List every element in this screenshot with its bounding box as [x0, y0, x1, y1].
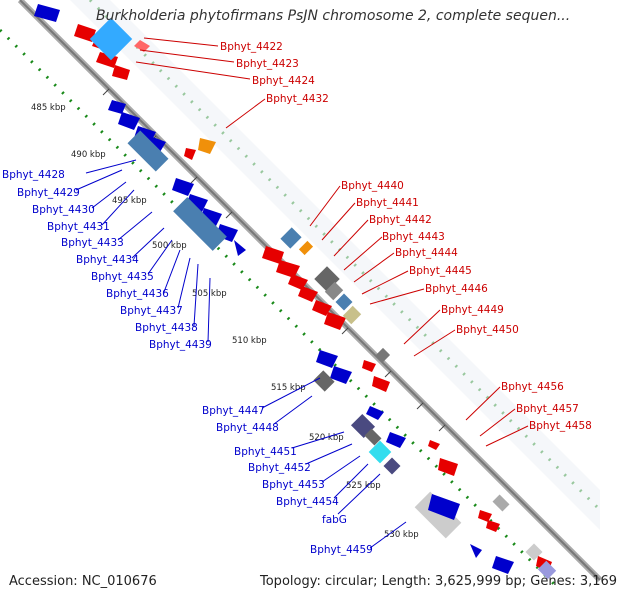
reverse-gene-features[interactable] — [34, 4, 557, 580]
gene-feature[interactable] — [312, 300, 332, 316]
gene-feature[interactable] — [298, 240, 314, 256]
gene-label[interactable]: Bphyt_4449 — [441, 304, 504, 316]
gene-feature[interactable] — [172, 178, 194, 196]
gene-label[interactable]: Bphyt_4446 — [425, 283, 488, 295]
gene-feature[interactable] — [108, 100, 126, 114]
gene-label[interactable]: Bphyt_4424 — [252, 75, 315, 87]
gene-feature[interactable] — [276, 260, 300, 278]
gene-feature[interactable] — [118, 112, 140, 130]
gene-feature[interactable] — [368, 440, 392, 464]
gene-label[interactable]: Bphyt_4422 — [220, 41, 283, 53]
gene-label[interactable]: Bphyt_4457 — [516, 403, 579, 415]
gene-feature[interactable] — [428, 440, 440, 450]
gene-feature[interactable] — [280, 227, 302, 249]
gene-feature[interactable] — [127, 130, 169, 172]
gene-label[interactable]: Bphyt_4423 — [236, 58, 299, 70]
gene-feature[interactable] — [428, 494, 460, 520]
gene-label[interactable]: Bphyt_4454 — [276, 496, 339, 508]
gene-label[interactable]: Bphyt_4456 — [501, 381, 564, 393]
gene-feature[interactable] — [112, 65, 130, 80]
tick-label: 525 kbp — [346, 481, 381, 491]
tick-label: 515 kbp — [271, 383, 306, 393]
gene-label[interactable]: Bphyt_4452 — [248, 462, 311, 474]
sequence-title: Burkholderia phytofirmans PsJN chromosom… — [96, 8, 571, 24]
genome-map[interactable]: 485 kbp 490 kbp 495 kbp 500 kbp 505 kbp … — [0, 0, 603, 600]
tick-label: 530 kbp — [384, 530, 419, 540]
gene-label[interactable]: Bphyt_4430 — [32, 204, 95, 216]
gene-feature[interactable] — [198, 138, 216, 154]
gene-feature[interactable] — [342, 305, 362, 325]
gene-label[interactable]: Bphyt_4447 — [202, 405, 265, 417]
gene-label[interactable]: Bphyt_4444 — [395, 247, 458, 259]
tick-label: 490 kbp — [71, 150, 106, 160]
gene-feature[interactable] — [492, 494, 510, 512]
gene-feature[interactable] — [470, 544, 482, 558]
tick-label: 510 kbp — [232, 336, 267, 346]
gene-label[interactable]: Bphyt_4433 — [61, 237, 124, 249]
gene-label[interactable]: Bphyt_4434 — [76, 254, 139, 266]
gene-feature[interactable] — [288, 274, 308, 290]
gene-label[interactable]: Bphyt_4443 — [382, 231, 445, 243]
forward-gene-labels[interactable]: Bphyt_4422 Bphyt_4423 Bphyt_4424 Bphyt_4… — [135, 37, 592, 447]
gene-feature[interactable] — [364, 428, 382, 446]
gene-feature[interactable] — [438, 458, 458, 476]
gene-label[interactable]: Bphyt_4429 — [17, 187, 80, 199]
tick-labels: 485 kbp 490 kbp 495 kbp 500 kbp 505 kbp … — [31, 103, 419, 540]
forward-gene-features[interactable] — [74, 17, 552, 572]
gene-label[interactable]: Bphyt_4453 — [262, 479, 325, 491]
gene-feature[interactable] — [74, 24, 96, 42]
gene-feature[interactable] — [262, 246, 284, 264]
tick-label: 485 kbp — [31, 103, 66, 113]
tick-label: 500 kbp — [152, 241, 187, 251]
gene-label[interactable]: Bphyt_4428 — [2, 169, 65, 181]
gene-label[interactable]: Bphyt_4439 — [149, 339, 212, 351]
topology-text: Topology: circular; Length: 3,625,999 bp… — [260, 574, 617, 589]
gene-feature[interactable] — [298, 286, 318, 302]
gene-feature[interactable] — [330, 366, 352, 384]
gene-label[interactable]: Bphyt_4459 — [310, 544, 373, 556]
gene-label[interactable]: Bphyt_4450 — [456, 324, 519, 336]
gene-label[interactable]: Bphyt_4440 — [341, 180, 404, 192]
gene-feature[interactable] — [313, 370, 335, 392]
gene-feature[interactable] — [324, 281, 344, 301]
gene-feature[interactable] — [372, 376, 390, 392]
gene-feature[interactable] — [316, 350, 338, 368]
gene-feature[interactable] — [34, 4, 60, 22]
gene-feature[interactable] — [184, 148, 196, 160]
gene-feature[interactable] — [134, 40, 150, 52]
gene-feature[interactable] — [414, 491, 462, 539]
gene-label[interactable]: Bphyt_4448 — [216, 422, 279, 434]
gene-label[interactable]: Bphyt_4441 — [356, 197, 419, 209]
track-shading — [70, 0, 600, 530]
tick-label: 520 kbp — [309, 433, 344, 443]
accession-text: Accession: NC_010676 — [9, 574, 157, 589]
gene-label[interactable]: Bphyt_4442 — [369, 214, 432, 226]
gene-feature[interactable] — [478, 510, 492, 522]
gene-label[interactable]: Bphyt_4458 — [529, 420, 592, 432]
gene-feature[interactable] — [173, 197, 227, 251]
gene-label[interactable]: fabG — [322, 514, 347, 526]
gene-label[interactable]: Bphyt_4451 — [234, 446, 297, 458]
gene-feature[interactable] — [383, 457, 401, 475]
tick-label: 495 kbp — [112, 196, 147, 206]
reverse-gene-labels[interactable]: Bphyt_4428 Bphyt_4429 Bphyt_4430 Bphyt_4… — [2, 159, 407, 556]
gene-feature[interactable] — [486, 520, 500, 532]
gene-feature[interactable] — [366, 406, 384, 420]
gene-feature[interactable] — [492, 556, 514, 574]
gene-label[interactable]: Bphyt_4431 — [47, 221, 110, 233]
gene-feature[interactable] — [537, 560, 557, 580]
gene-feature[interactable] — [386, 432, 406, 448]
gene-label[interactable]: Bphyt_4435 — [91, 271, 154, 283]
gene-label[interactable]: Bphyt_4432 — [266, 93, 329, 105]
gene-feature[interactable] — [375, 347, 391, 363]
gene-feature[interactable] — [362, 360, 376, 372]
gene-feature[interactable] — [335, 293, 353, 311]
gene-feature[interactable] — [234, 240, 246, 256]
gene-label[interactable]: Bphyt_4436 — [106, 288, 169, 300]
gene-feature[interactable] — [324, 312, 346, 330]
gene-label[interactable]: Bphyt_4445 — [409, 265, 472, 277]
gene-label[interactable]: Bphyt_4437 — [120, 305, 183, 317]
gene-label[interactable]: Bphyt_4438 — [135, 322, 198, 334]
